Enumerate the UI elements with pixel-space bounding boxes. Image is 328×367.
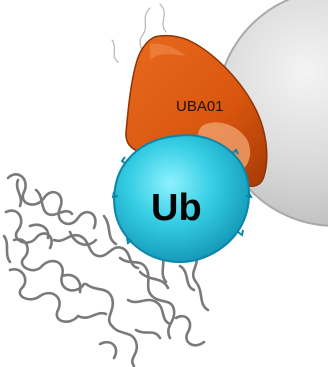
ubiquitin-label: Ub	[151, 187, 202, 229]
ubiquitin-sphere	[111, 134, 253, 264]
uba-domain-label: UBA01	[176, 98, 224, 115]
protein-ribbon-cartoon	[2, 172, 210, 367]
